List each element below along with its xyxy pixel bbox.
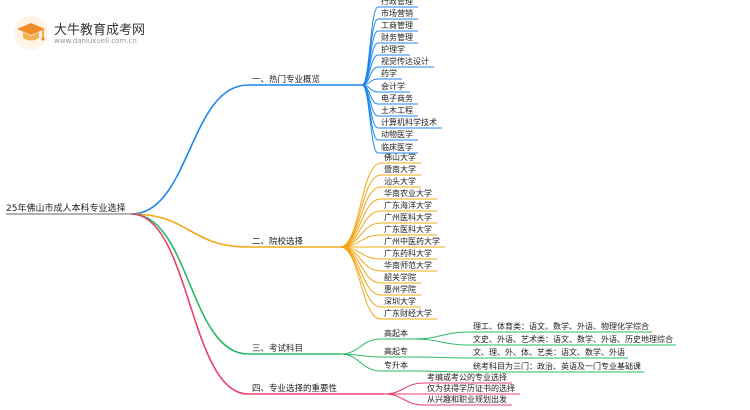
- branch-2-node-8: 广州中医药大学: [384, 236, 440, 246]
- branch-2-node-7: 广东医科大学: [384, 224, 432, 234]
- branch-2-node-3: 汕头大学: [384, 176, 416, 186]
- branch-1-node-2: 市场营销: [381, 8, 413, 18]
- branch-2-node-14: 广东财经大学: [384, 308, 432, 318]
- branch-1-node-10: 土木工程: [381, 105, 413, 115]
- branch-1-node-4: 财务管理: [381, 32, 413, 42]
- branch-1-node-8: 会计学: [381, 81, 405, 91]
- branch-4-node-1: 考编或考公的专业选择: [427, 372, 507, 382]
- branch-3-node-1-detail-1: 理工、体育类：语文、数学、外语、物理化学综合: [473, 321, 649, 331]
- watermark-logo: 大牛教育成考网 www.daniuxueli.com.cn: [14, 16, 204, 50]
- branch-4-node-3: 从兴趣和职业规划出发: [427, 394, 507, 404]
- branch-1-node-9: 电子商务: [381, 93, 413, 103]
- branch-1-node-13: 临床医学: [381, 142, 413, 152]
- watermark-url: www.daniuxueli.com.cn: [54, 37, 137, 45]
- branch-2-node-11: 韶关学院: [384, 272, 416, 282]
- branch-2-node-13: 深圳大学: [384, 296, 416, 306]
- branch-2-node-12: 惠州学院: [384, 284, 416, 294]
- branch-1-node-6: 视觉传达设计: [381, 56, 429, 66]
- branch-4-label: 四、专业选择的重要性: [252, 383, 338, 394]
- root-topic: 25年佛山市成人本科专业选择: [6, 202, 125, 214]
- branch-3-node-3-detail-1: 统考科目为三门：政治、英语及一门专业基础课: [473, 361, 641, 371]
- branch-3-node-3: 专升本: [384, 360, 408, 370]
- branch-2-node-5: 广东海洋大学: [384, 200, 432, 210]
- branch-2-node-2: 暨南大学: [384, 164, 416, 174]
- branch-3-node-1-detail-2: 文史、外语、艺术类：语文、数学、外语、历史地理综合: [473, 334, 673, 344]
- branch-1-node-12: 动物医学: [381, 129, 413, 139]
- branch-1-label: 一、热门专业概览: [252, 74, 320, 85]
- branch-3-label: 三、考试科目: [252, 343, 303, 354]
- branch-4-node-2: 仅为获得学历证书的选择: [427, 383, 515, 393]
- branch-3-node-2: 高起专: [384, 346, 408, 356]
- watermark-title: 大牛教育成考网: [54, 23, 146, 38]
- branch-1-node-5: 护理学: [381, 44, 405, 54]
- branch-2-node-4: 华南农业大学: [384, 188, 432, 198]
- branch-3-node-1: 高起本: [384, 328, 408, 338]
- branch-3-node-2-detail-1: 文、理、外、体、艺类：语文、数学、外语: [473, 347, 625, 357]
- branch-2-label: 二、院校选择: [252, 236, 304, 247]
- branch-1-node-7: 药学: [381, 68, 397, 78]
- branch-2-node-1: 佛山大学: [384, 152, 416, 162]
- graduation-cap-icon: [14, 16, 48, 50]
- branch-2-node-6: 广州医科大学: [384, 212, 432, 222]
- branch-1-node-1: 行政管理: [381, 0, 413, 6]
- branch-2-node-10: 华南师范大学: [384, 260, 432, 270]
- branch-1-node-11: 计算机科学技术: [381, 117, 437, 127]
- branch-1-node-3: 工商管理: [381, 20, 413, 30]
- branch-2-node-9: 广东药科大学: [384, 248, 432, 258]
